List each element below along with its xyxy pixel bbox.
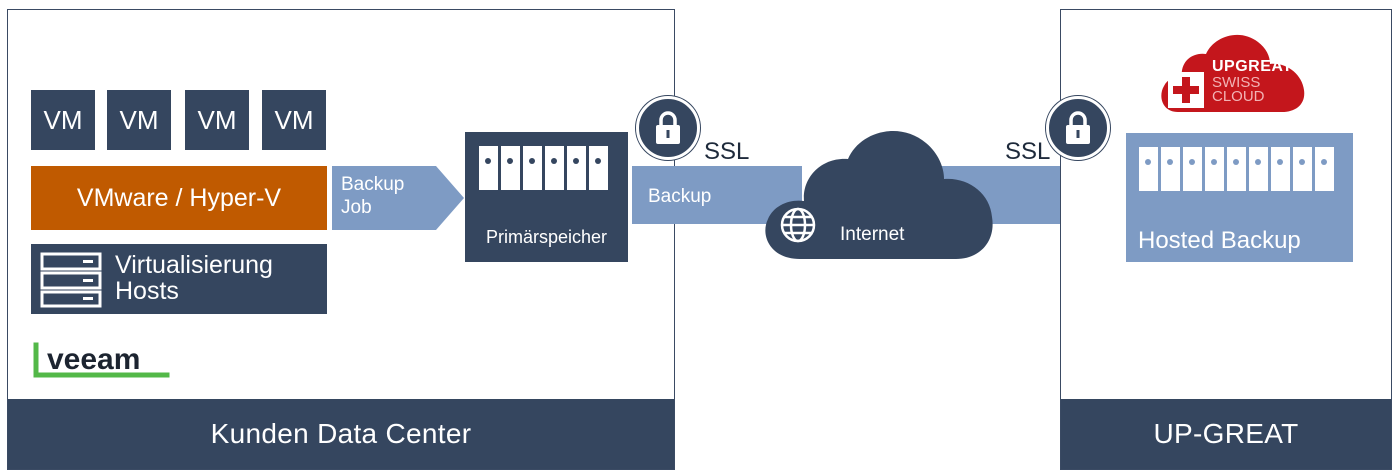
hosted-backup-label: Hosted Backup [1138,227,1301,254]
drive-bay [1205,147,1224,191]
ssl-lock-right [1046,96,1110,160]
lock-icon [656,111,680,144]
upgreat-swiss-cloud-logo: UPGREAT SWISS CLOUD [1158,26,1308,116]
hypervisor-label: VMware / Hyper-V [76,183,282,212]
hypervisor-box: VMware / Hyper-V [31,166,327,230]
backup-transfer-label: Backup [648,186,712,207]
storage-drive-bays [479,146,608,190]
drive-bay [1161,147,1180,191]
ssl-lock-left [636,96,700,160]
server-stack-icon [40,252,102,308]
drive-bay [479,146,498,190]
drive-bay [1271,147,1290,191]
lock-icon [1066,111,1090,144]
ssl-label-left: SSL [704,138,750,165]
hosted-backup-box: Hosted Backup [1126,133,1353,262]
swiss-cross-icon [1168,72,1204,108]
globe-icon [780,207,816,243]
veeam-logo: veeam [33,337,173,385]
drive-bay [501,146,520,190]
drive-bay [1183,147,1202,191]
virtualization-hosts-label: Virtualisierung Hosts [115,251,273,305]
ssl-label-right: SSL [1005,138,1051,165]
backup-job-arrow [332,166,464,230]
drive-bay [545,146,564,190]
drive-bay [1315,147,1334,191]
internet-label: Internet [840,224,905,245]
svg-text:veeam: veeam [47,343,140,376]
backup-job-label: Backup Job [341,174,405,218]
brand-text-upgreat: UPGREAT [1212,58,1293,75]
brand-text-cloud: CLOUD [1212,88,1265,105]
drive-bay [567,146,586,190]
vm-box-4: VM [262,90,326,150]
drive-bay [1227,147,1246,191]
veeam-logo-mark: veeam [33,342,170,378]
cloud-icon [765,131,993,259]
drive-bay [589,146,608,190]
vm-box-3: VM [185,90,249,150]
primary-storage-box: Primärspeicher [465,132,628,262]
primary-storage-label: Primärspeicher [485,227,608,247]
brand-text-swiss: SWISS [1212,74,1261,91]
drive-bay [1293,147,1312,191]
virtualization-hosts-box: Virtualisierung Hosts [31,244,327,314]
vm-box-2: VM [107,90,171,150]
customer-data-center-label: Kunden Data Center [8,399,674,469]
drive-bay [1249,147,1268,191]
drive-bay [523,146,542,190]
upgreat-label: UP-GREAT [1061,399,1391,469]
hosted-drive-bays [1139,147,1334,191]
drive-bay [1139,147,1158,191]
vm-box-1: VM [31,90,95,150]
